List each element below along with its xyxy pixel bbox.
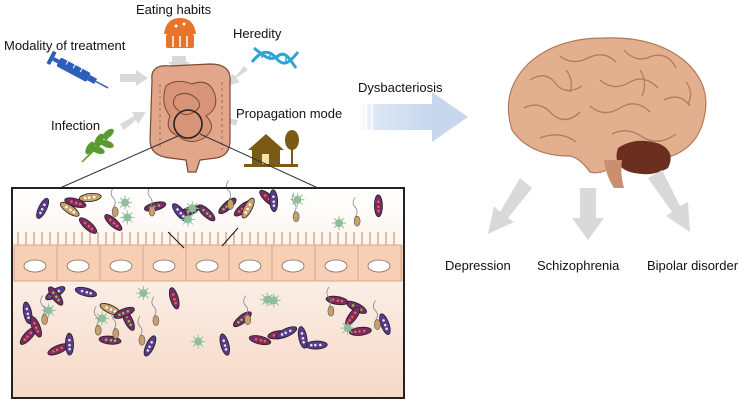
bacterium-rod <box>113 306 135 319</box>
virus-particle <box>340 321 355 336</box>
dysbacteriosis-label: Dysbacteriosis <box>358 80 443 95</box>
flagellated-bacterium <box>110 187 119 218</box>
depression-label: Depression <box>445 258 511 273</box>
cell-nucleus <box>195 259 219 273</box>
bacteria-group <box>19 180 391 357</box>
virus-particle <box>266 293 281 308</box>
brain-stem <box>604 160 624 188</box>
virus-particle <box>118 195 133 210</box>
gut-cross-section <box>11 180 405 399</box>
bacterium-rod <box>64 197 87 209</box>
bacterium-rod <box>325 295 349 306</box>
schizophrenia-label: Schizophrenia <box>537 258 620 273</box>
virus-particle <box>332 216 347 231</box>
bacterium-rod <box>269 189 279 213</box>
bacterium-rod <box>248 335 272 346</box>
bacterium-rod <box>74 286 97 298</box>
bacterium-rod <box>304 340 328 350</box>
arrow-from-heredity <box>228 66 248 86</box>
bacterium-rod <box>36 197 50 219</box>
epithelial-cells <box>13 244 402 282</box>
panel-border <box>11 187 405 399</box>
virus-particle <box>41 303 56 318</box>
bacterium-rod <box>349 326 372 336</box>
bacterium-rod <box>104 214 123 231</box>
cell-nucleus <box>23 259 47 273</box>
virus-particle <box>136 286 151 301</box>
modality-of-treatment-label: Modality of treatment <box>4 38 126 53</box>
bipolar-disorder-label: Bipolar disorder <box>647 258 739 273</box>
bacterium-rod <box>29 316 42 338</box>
house-icon <box>244 130 299 167</box>
bacterium-rod <box>47 343 69 356</box>
intestine-illustration <box>149 63 231 173</box>
arrow-to-schizophrenia <box>572 188 604 240</box>
zoom-line-right <box>199 133 319 189</box>
bacterium-rod <box>22 301 33 325</box>
arrow-to-bipolar <box>648 170 690 232</box>
syringe-icon <box>46 50 109 89</box>
bacterium-rod <box>374 194 383 218</box>
heredity-label: Heredity <box>233 26 282 41</box>
bacterium-rod <box>78 217 98 234</box>
flagellated-bacterium <box>326 286 335 317</box>
cell-nucleus <box>152 259 176 273</box>
flagellated-bacterium <box>93 306 102 336</box>
cell-nucleus <box>66 259 90 273</box>
arrow-to-depression <box>488 178 532 234</box>
bacterium-rod <box>219 333 230 356</box>
leaf-icon <box>81 128 114 163</box>
cell-nucleus <box>281 259 305 273</box>
bacterium-rod <box>276 326 298 339</box>
bacterium-rod <box>168 287 180 310</box>
virus-particle <box>95 311 110 326</box>
muffin-icon <box>164 18 196 48</box>
bacterium-rod <box>78 192 102 203</box>
bacterium-rod <box>379 313 391 336</box>
bacteria-invasion-arrow-2 <box>221 227 239 247</box>
cell-nucleus <box>109 259 133 273</box>
bacterium-rod <box>241 197 255 219</box>
flagellated-bacterium <box>147 186 156 217</box>
dna-icon <box>250 46 300 69</box>
infection-label: Infection <box>51 118 100 133</box>
cerebellum <box>616 140 671 175</box>
flagellated-bacterium <box>40 295 48 325</box>
bacteria-invasion-arrow-1 <box>167 231 185 249</box>
flagellated-bacterium <box>243 295 252 326</box>
cell-nucleus <box>238 259 262 273</box>
epithelial-cell <box>357 244 402 282</box>
brain-illustration <box>507 37 707 188</box>
virus-particle <box>191 334 206 349</box>
dysbacteriosis-arrow <box>358 92 468 142</box>
virus-particle <box>120 210 135 225</box>
flagellated-bacterium <box>151 296 160 326</box>
bacterium-rod <box>48 286 64 306</box>
bacterium-rod <box>65 332 74 356</box>
flagellated-bacterium <box>226 180 234 210</box>
zoom-line-left <box>59 135 179 189</box>
flagellated-bacterium <box>291 192 300 223</box>
flagellated-bacterium <box>373 300 381 330</box>
microvilli <box>17 232 395 245</box>
arrow-from-infection <box>120 112 146 130</box>
bacterium-rod <box>197 204 216 222</box>
bacterium-rod <box>143 335 157 357</box>
zoom-circle <box>173 109 203 139</box>
eating-habits-label: Eating habits <box>136 2 212 17</box>
cell-nucleus <box>367 259 391 273</box>
virus-particle <box>185 201 200 216</box>
bacterium-rod <box>297 326 308 349</box>
cell-nucleus <box>324 259 348 273</box>
flagellated-bacterium <box>111 309 120 339</box>
virus-particle <box>180 212 195 227</box>
outcome-arrows <box>488 170 690 240</box>
arrow-from-treatment <box>120 70 148 86</box>
flagellated-bacterium <box>137 316 146 346</box>
flagellated-bacterium <box>352 196 361 227</box>
propagation-mode-label: Propagation mode <box>236 106 342 121</box>
